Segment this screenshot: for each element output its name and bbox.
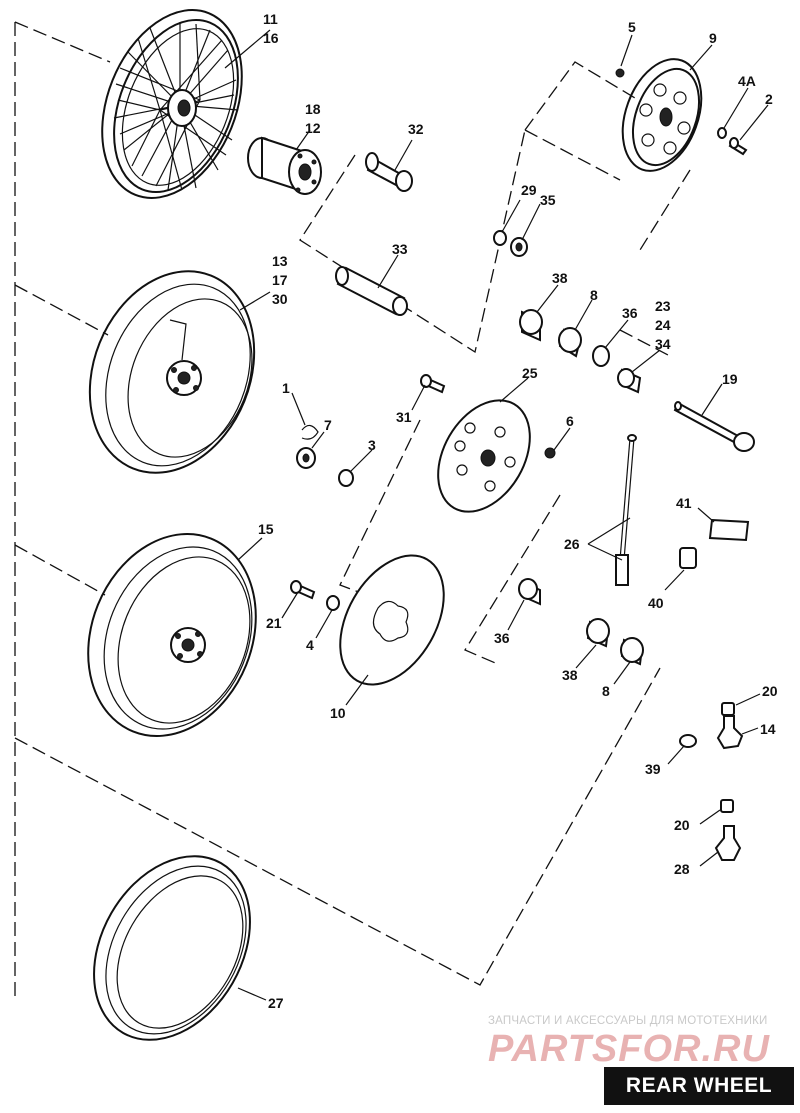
diagram-title: REAR WHEEL <box>604 1067 794 1105</box>
label-38-upper: 38 <box>552 270 568 286</box>
label-40: 40 <box>648 595 664 611</box>
part-number-labels: 11 16 18 12 32 5 9 4A 2 29 35 33 38 8 36… <box>258 11 778 1011</box>
axle-washers <box>493 230 528 257</box>
lower-bearings <box>518 578 644 666</box>
label-34: 34 <box>655 336 671 352</box>
label-29: 29 <box>521 182 537 198</box>
valve-stem-parts <box>679 702 744 861</box>
label-11: 11 <box>263 11 278 27</box>
spoke-nipple-tool <box>615 434 637 586</box>
label-9: 9 <box>709 30 717 46</box>
label-20-lower: 20 <box>674 817 690 833</box>
label-4: 4 <box>306 637 314 653</box>
label-20-upper: 20 <box>762 683 778 699</box>
laced-rim-wheel <box>87 533 257 737</box>
label-2: 2 <box>765 91 773 107</box>
label-16: 16 <box>263 30 279 46</box>
label-39: 39 <box>645 761 661 777</box>
label-21: 21 <box>266 615 282 631</box>
wheel-hub <box>247 136 322 195</box>
label-36-lower: 36 <box>494 630 510 646</box>
label-8-upper: 8 <box>590 287 598 303</box>
label-35: 35 <box>540 192 556 208</box>
balance-weight-and-cap <box>679 518 750 569</box>
label-1: 1 <box>282 380 290 396</box>
label-25: 25 <box>522 365 538 381</box>
label-26: 26 <box>564 536 580 552</box>
label-15: 15 <box>258 521 274 537</box>
label-3: 3 <box>368 437 376 453</box>
label-36-upper: 36 <box>622 305 638 321</box>
label-27: 27 <box>268 995 284 1011</box>
label-24: 24 <box>655 317 671 333</box>
label-41: 41 <box>676 495 692 511</box>
label-19: 19 <box>722 371 738 387</box>
upper-bearings <box>519 309 642 394</box>
leader-lines <box>224 29 769 1001</box>
sprocket <box>621 58 703 172</box>
brake-rotor <box>339 554 445 686</box>
label-8-lower: 8 <box>602 683 610 699</box>
label-10: 10 <box>330 705 346 721</box>
bare-rim <box>93 855 251 1041</box>
label-23: 23 <box>655 298 671 314</box>
label-4A: 4A <box>738 73 756 89</box>
label-6: 6 <box>566 413 574 429</box>
brake-disc <box>437 399 531 513</box>
sprocket-hardware <box>615 68 748 156</box>
diagram-title-text: REAR WHEEL <box>625 1074 773 1097</box>
label-12: 12 <box>305 120 321 136</box>
rear-axle <box>673 401 755 452</box>
dashed-assembly-lines <box>14 21 691 1000</box>
cast-disc-wheel <box>88 270 256 474</box>
label-28: 28 <box>674 861 690 877</box>
label-13: 13 <box>272 253 288 269</box>
label-5: 5 <box>628 19 636 35</box>
brake-disc-hardware <box>296 374 556 487</box>
watermark-caption: ЗАПЧАСТИ И АКСЕССУАРЫ ДЛЯ МОТОТЕХНИКИ <box>488 1015 768 1027</box>
axle-spacer <box>365 152 413 192</box>
label-17: 17 <box>272 272 288 288</box>
label-18: 18 <box>305 101 321 117</box>
label-38-lower: 38 <box>562 667 578 683</box>
label-31: 31 <box>396 409 412 425</box>
hub-spacer-tube <box>335 266 408 316</box>
watermark-logo: PARTSFOR.RU <box>488 1028 770 1070</box>
label-30: 30 <box>272 291 288 307</box>
spoked-wheel <box>101 9 243 199</box>
label-7: 7 <box>324 417 332 433</box>
label-33: 33 <box>392 241 408 257</box>
label-32: 32 <box>408 121 424 137</box>
label-14: 14 <box>760 721 776 737</box>
rotor-bolts <box>290 580 340 611</box>
